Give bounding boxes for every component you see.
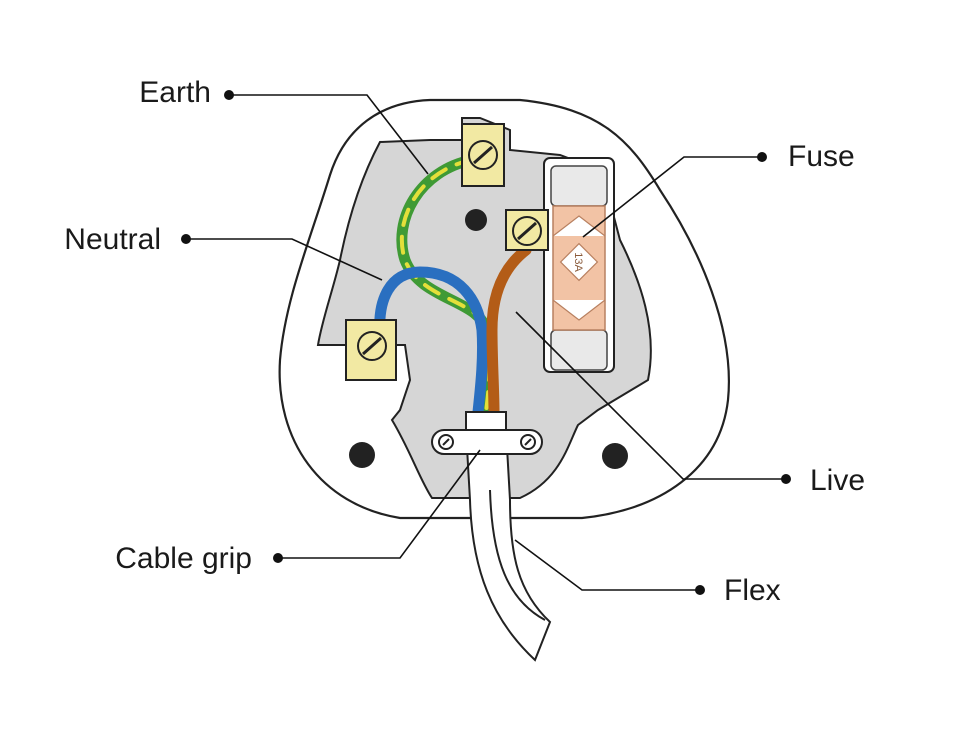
flex-leader — [514, 539, 700, 591]
label-flex: Flex — [724, 574, 781, 607]
cable-grip-leader-dot — [273, 553, 283, 563]
cable-grip-leader — [278, 449, 481, 559]
live-leader-dot — [781, 474, 791, 484]
fuse-rating: 13A — [572, 252, 584, 272]
neutral-leader — [186, 238, 383, 281]
earth-terminal — [461, 123, 505, 187]
fuse: 13A — [543, 157, 615, 373]
earth-leader-dot — [224, 90, 234, 100]
flex-leader-dot — [695, 585, 705, 595]
flex-inner-line — [489, 489, 546, 621]
pin-hole-right — [602, 443, 628, 469]
neutral-leader-dot — [181, 234, 191, 244]
earth-leader — [229, 94, 429, 175]
neutral-terminal — [345, 319, 397, 381]
label-fuse: Fuse — [788, 140, 855, 173]
cable-grip — [431, 411, 543, 455]
live-wire — [486, 244, 532, 418]
pin-hole-left — [349, 442, 375, 468]
label-earth: Earth — [139, 76, 211, 109]
flex-cable — [464, 429, 552, 662]
neutral-wire — [374, 266, 489, 418]
label-neutral: Neutral — [64, 223, 161, 256]
label-live: Live — [810, 464, 865, 497]
live-terminal — [505, 209, 549, 251]
label-cable-grip: Cable grip — [115, 542, 252, 575]
pin-hole-top — [465, 209, 487, 231]
live-leader — [515, 311, 786, 480]
fuse-leader — [582, 156, 762, 238]
fuse-leader-dot — [757, 152, 767, 162]
